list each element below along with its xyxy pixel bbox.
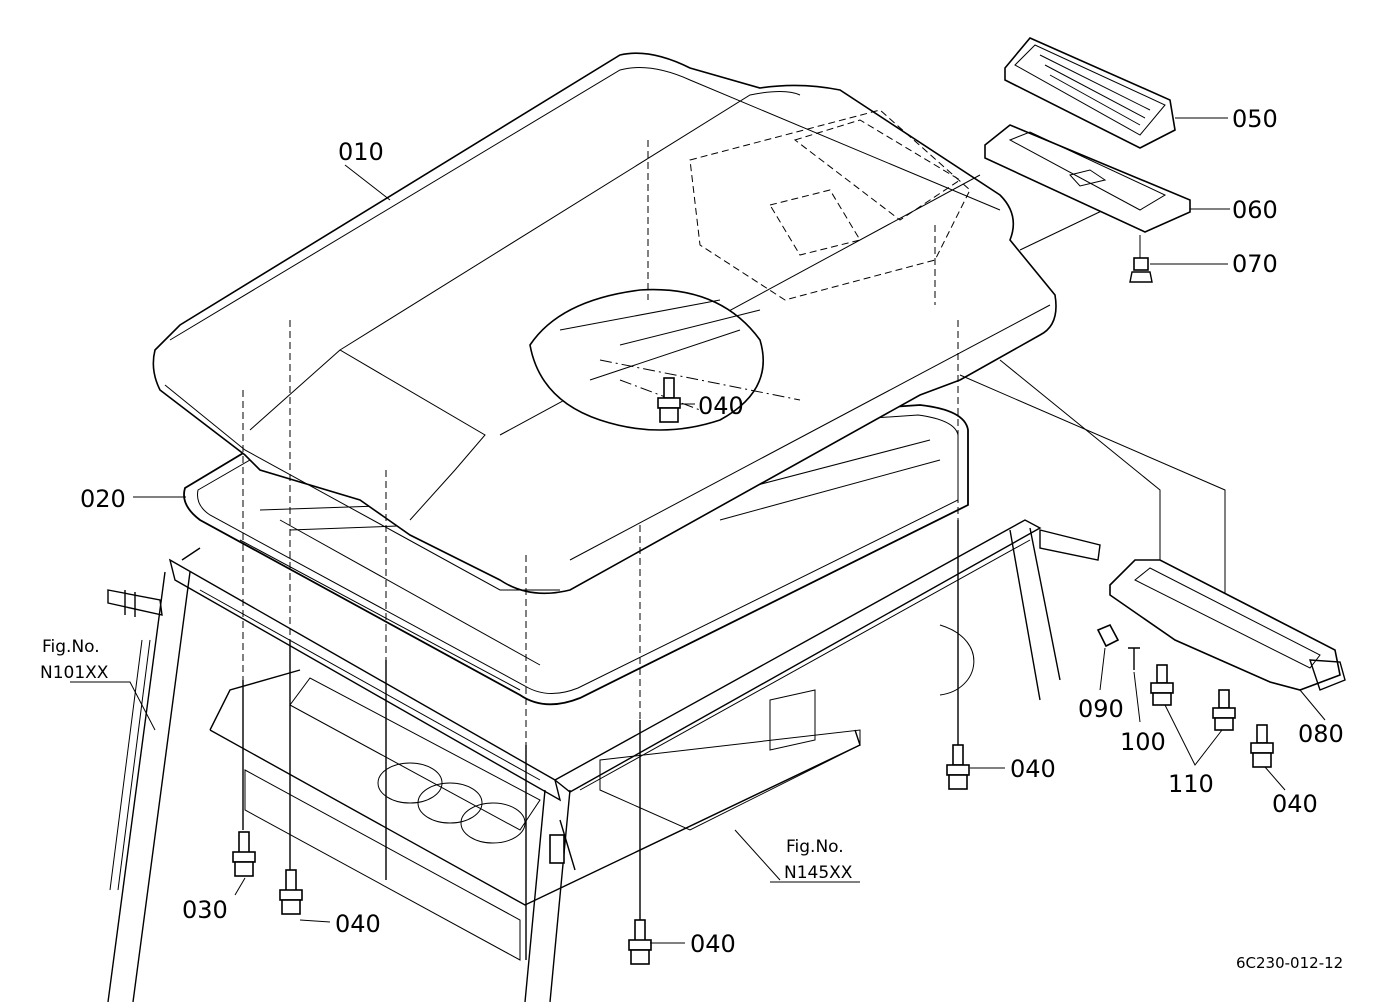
drawing-code: 6C230-012-12 [1236, 954, 1343, 972]
part-labels: 010 020 030 040 040 040 040 040 050 060 … [80, 105, 1344, 958]
bolts [232, 377, 1274, 965]
figure-references: Fig.No. N101XX Fig.No. N145XX [40, 637, 853, 883]
label-110: 110 [1168, 770, 1214, 798]
label-040-center-top: 040 [698, 392, 744, 420]
label-080: 080 [1298, 720, 1344, 748]
fig-ref-left-code: N101XX [40, 663, 109, 683]
label-040-far-right: 040 [1272, 790, 1318, 818]
label-090: 090 [1078, 695, 1124, 723]
bracket-080-assembly [1096, 559, 1346, 691]
bolt-030 [232, 831, 256, 877]
fig-ref-center-code: N145XX [784, 863, 853, 883]
bolt-110-a [1150, 664, 1174, 706]
label-050: 050 [1232, 105, 1278, 133]
label-010: 010 [338, 138, 384, 166]
label-070: 070 [1232, 250, 1278, 278]
label-100: 100 [1120, 728, 1166, 756]
assembly-lines [242, 140, 1226, 960]
label-060: 060 [1232, 196, 1278, 224]
label-020: 020 [80, 485, 126, 513]
fig-ref-center-title: Fig.No. [786, 837, 844, 857]
label-030: 030 [182, 896, 228, 924]
cab-frame [107, 439, 1101, 1002]
bolt-040-lower-center [628, 919, 652, 965]
bolt-040-far-right [1250, 724, 1274, 768]
fig-ref-left-title: Fig.No. [42, 637, 100, 657]
bolt-040-right [946, 744, 970, 790]
label-040-right: 040 [1010, 755, 1056, 783]
label-040-lower-center: 040 [690, 930, 736, 958]
bolt-040-lower-left [279, 869, 303, 915]
bolt-040-center-top [657, 377, 681, 423]
label-leaders [70, 117, 1326, 944]
label-040-lower-left: 040 [335, 910, 381, 938]
bolt-110-b [1212, 689, 1236, 731]
lamp-assembly [984, 37, 1191, 283]
seal-020 [183, 404, 969, 706]
roof-010 [152, 52, 1057, 595]
